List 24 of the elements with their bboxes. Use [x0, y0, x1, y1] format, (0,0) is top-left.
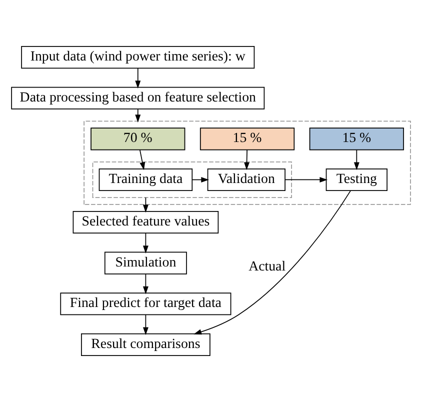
arrow: [194, 190, 352, 334]
node-box: Testing: [326, 168, 388, 192]
node-box: Selected feature values: [72, 210, 219, 234]
arrow: [142, 274, 148, 294]
node-box: Final predict for target data: [60, 292, 232, 316]
arrow: [140, 150, 146, 170]
arrow: [142, 232, 148, 254]
edge-label: Actual: [248, 259, 286, 274]
node-box: 15 %: [200, 128, 295, 150]
node-box: Input data (wind power time series): w: [21, 46, 255, 69]
arrow: [135, 68, 141, 89]
node-box: 15 %: [309, 128, 404, 150]
arrow: [135, 108, 141, 122]
arrow: [284, 177, 328, 182]
node-box: Training data: [98, 168, 193, 192]
arrow: [354, 150, 360, 170]
node-box: 70 %: [90, 128, 186, 150]
arrow: [192, 177, 209, 182]
node-box: Data processing based on feature selection: [11, 86, 265, 110]
node-box: Validation: [207, 168, 286, 192]
arrow: [244, 150, 250, 170]
arrow: [142, 314, 148, 336]
node-box: Result comparisons: [81, 333, 210, 356]
node-box: Simulation: [104, 252, 187, 274]
